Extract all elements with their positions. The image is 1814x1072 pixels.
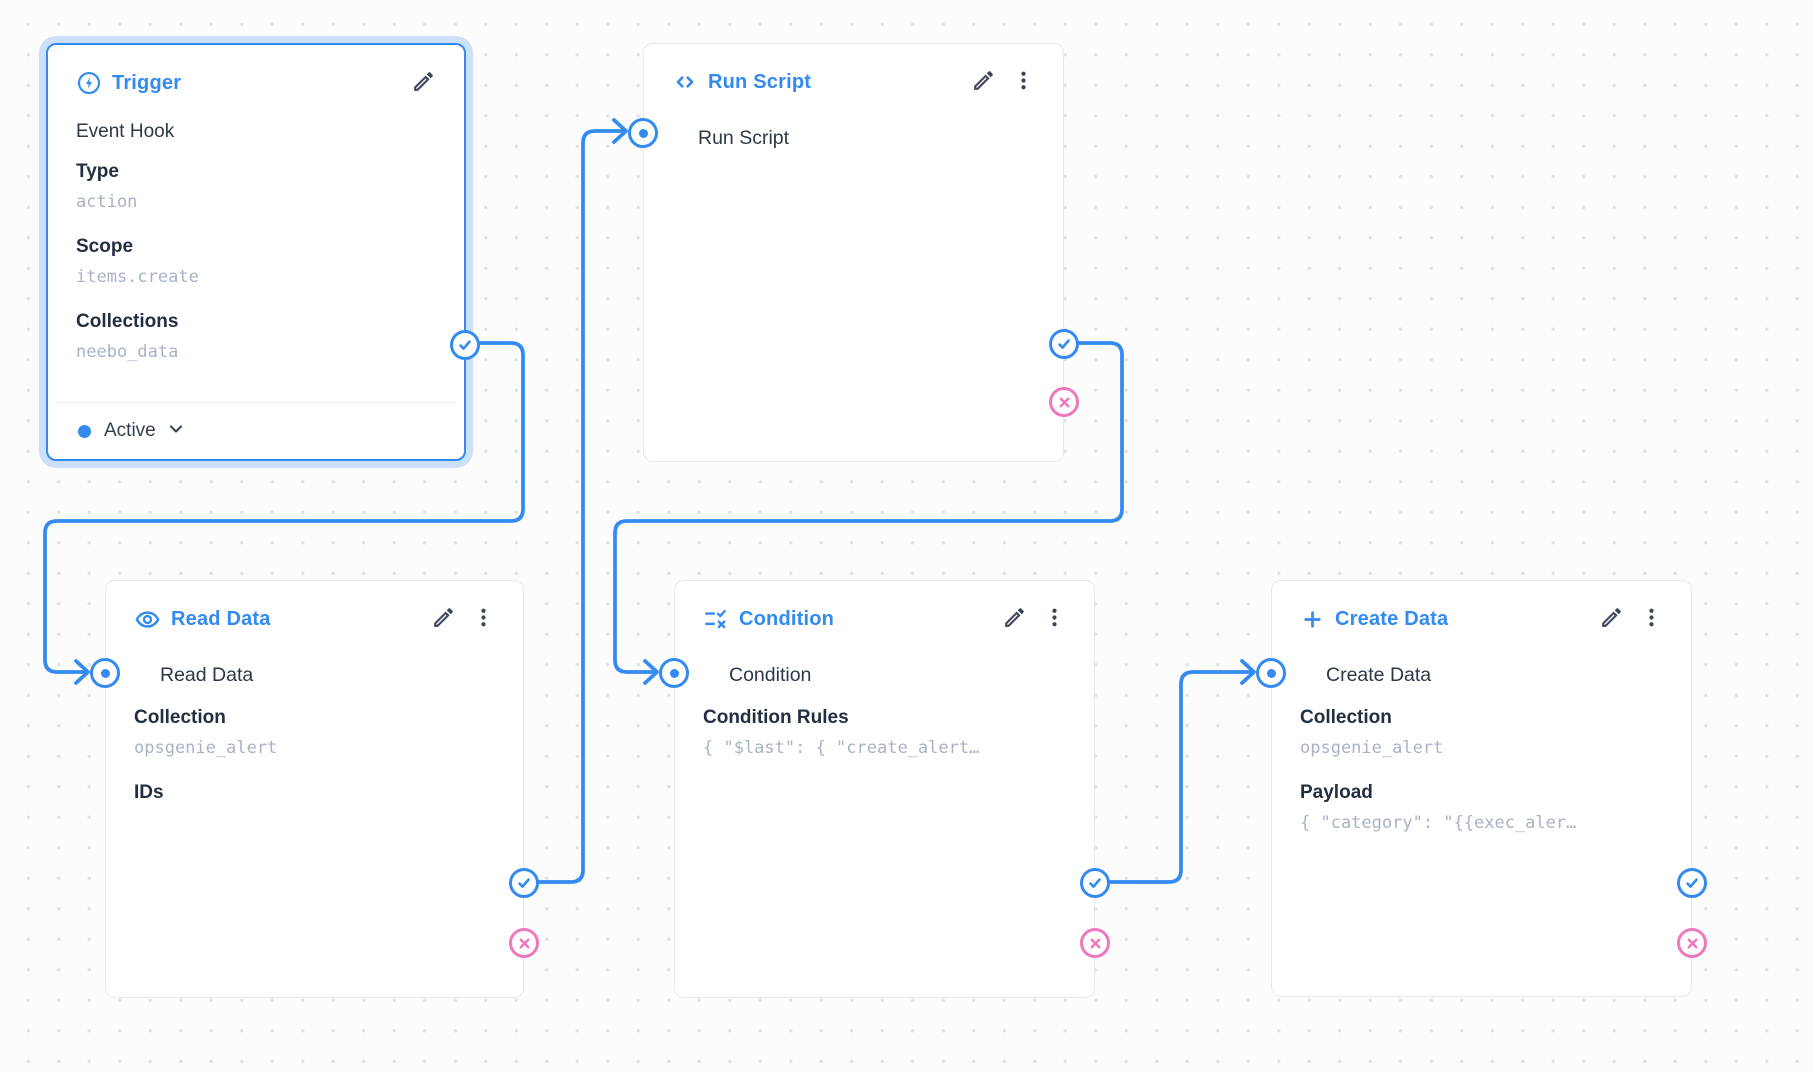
edge-trigger-readdata — [43, 341, 525, 674]
field: Collections neebo_data — [76, 309, 436, 364]
edge-arrow — [74, 659, 90, 685]
node-read-data[interactable]: Read Data Read Data Collection opsgenie_… — [90, 580, 539, 998]
node-title: Run Script — [708, 70, 812, 93]
more-menu-button[interactable] — [1043, 606, 1066, 632]
edit-button[interactable] — [1002, 605, 1027, 633]
field: Condition Rules { "$last": { "create_ale… — [703, 705, 1066, 760]
edge-readdata-runscript — [521, 129, 626, 884]
resolve-port[interactable] — [1080, 868, 1110, 898]
eye-icon — [134, 606, 161, 633]
field-value: items.create — [76, 267, 199, 287]
node-trigger[interactable]: Trigger Event Hook Type action Scope ite… — [46, 43, 480, 461]
field-label: Condition Rules — [703, 707, 849, 728]
field-value: opsgenie_alert — [1300, 738, 1444, 758]
reject-port[interactable] — [1080, 928, 1110, 958]
field: IDs — [134, 780, 495, 811]
more-menu-button[interactable] — [472, 606, 495, 632]
status-label: Active — [104, 420, 156, 441]
field-value: { "$last": { "create_alert… — [703, 738, 980, 758]
more-vert-icon — [1640, 606, 1663, 632]
edge-runscript-condition — [613, 341, 1124, 674]
active-status-dot — [78, 424, 91, 438]
more-vert-icon — [472, 606, 495, 632]
input-label: Read Data — [160, 663, 254, 686]
node-title: Create Data — [1335, 607, 1449, 630]
pencil-icon — [411, 69, 436, 97]
input-label: Condition — [729, 663, 812, 686]
reject-port[interactable] — [1049, 387, 1079, 417]
edit-button[interactable] — [431, 605, 456, 633]
more-vert-icon — [1012, 69, 1035, 95]
edge-arrow — [612, 118, 628, 144]
node-create-data[interactable]: Create Data Create Data Collection opsge… — [1256, 580, 1707, 997]
node-title: Condition — [739, 607, 835, 630]
status-dropdown[interactable]: Active — [56, 402, 456, 459]
pencil-icon — [1599, 605, 1624, 633]
node-header: Trigger — [76, 67, 436, 99]
pencil-icon — [971, 68, 996, 96]
edge-arrow — [643, 659, 659, 685]
field-value: opsgenie_alert — [134, 738, 278, 758]
pencil-icon — [431, 605, 456, 633]
edge-arrow — [1240, 659, 1256, 685]
input-port[interactable] — [659, 658, 689, 688]
node-title: Trigger — [112, 71, 182, 94]
input-label: Run Script — [698, 126, 790, 149]
node-header: Run Script — [672, 66, 1035, 98]
plus-icon — [1300, 607, 1325, 632]
node-header: Create Data — [1300, 603, 1663, 635]
input-port[interactable] — [90, 658, 120, 688]
node-run-script[interactable]: Run Script Run Script — [628, 43, 1079, 462]
field-label: Type — [76, 161, 119, 182]
resolve-port[interactable] — [509, 868, 539, 898]
resolve-port[interactable] — [1677, 868, 1707, 898]
pencil-icon — [1002, 605, 1027, 633]
field-label: IDs — [134, 782, 164, 803]
node-condition[interactable]: Condition Condition Condition Rules { "$… — [659, 580, 1110, 998]
field-label: Collection — [134, 707, 226, 728]
more-menu-button[interactable] — [1012, 69, 1035, 95]
trigger-type-label: Event Hook — [76, 121, 175, 142]
node-body — [672, 154, 1035, 374]
field-label: Scope — [76, 236, 134, 257]
field-value: action — [76, 192, 138, 212]
field-value: neebo_data — [76, 342, 179, 362]
field: Payload { "category": "{{exec_aler… — [1300, 780, 1663, 835]
more-menu-button[interactable] — [1640, 606, 1663, 632]
field-label: Payload — [1300, 782, 1373, 803]
field-label: Collections — [76, 311, 179, 332]
edit-button[interactable] — [1599, 605, 1624, 633]
node-title: Read Data — [171, 607, 271, 630]
reject-port[interactable] — [509, 928, 539, 958]
node-header: Condition — [703, 603, 1066, 635]
field: Type action — [76, 159, 436, 214]
rule-icon — [703, 606, 729, 632]
edit-button[interactable] — [971, 68, 996, 96]
node-header: Read Data — [134, 603, 495, 635]
resolve-port[interactable] — [450, 330, 480, 360]
reject-port[interactable] — [1677, 928, 1707, 958]
field-label: Collection — [1300, 707, 1392, 728]
input-label: Create Data — [1326, 663, 1432, 686]
edit-button[interactable] — [411, 69, 436, 97]
field-value: { "category": "{{exec_aler… — [1300, 813, 1577, 833]
bolt-icon — [76, 70, 102, 96]
resolve-port[interactable] — [1049, 329, 1079, 359]
field: Scope items.create — [76, 234, 436, 289]
field: Collection opsgenie_alert — [1300, 705, 1663, 760]
input-port[interactable] — [1256, 658, 1286, 688]
edge-condition-createdata — [1093, 670, 1254, 884]
field: Collection opsgenie_alert — [134, 705, 495, 760]
chevron-down-icon — [166, 419, 186, 444]
more-vert-icon — [1043, 606, 1066, 632]
input-port[interactable] — [628, 118, 658, 148]
code-icon — [672, 69, 698, 95]
